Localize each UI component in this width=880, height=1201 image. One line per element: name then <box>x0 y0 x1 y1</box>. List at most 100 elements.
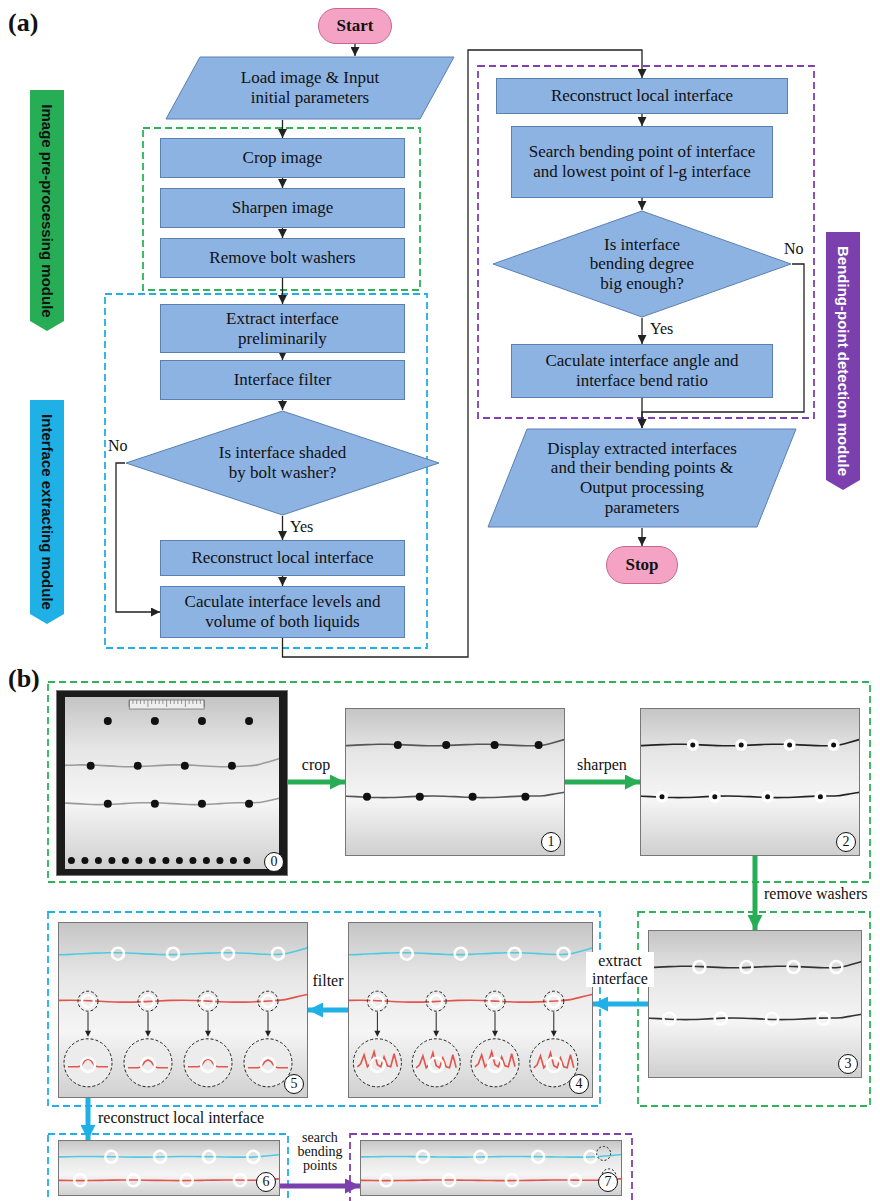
flow-arrow <box>354 44 355 56</box>
drawing-part <box>58 922 308 1098</box>
drawing-part <box>138 991 158 1011</box>
drawing-part <box>198 991 218 1011</box>
flow-arrow <box>282 576 283 586</box>
drawing-part <box>234 1174 246 1186</box>
drawing-part <box>68 1059 108 1067</box>
flow-arrow <box>282 516 283 540</box>
drawing-part <box>471 1039 519 1087</box>
drawing-part <box>145 1031 151 1037</box>
flow-arrow <box>282 278 283 304</box>
drawing-part <box>360 1179 622 1181</box>
drawing-part <box>735 739 747 751</box>
image-panel: 5 <box>58 922 308 1098</box>
box-label: Remove bolt washers <box>209 248 355 268</box>
drawing-part <box>105 1151 117 1163</box>
drawing-part <box>762 791 774 803</box>
decision-diamond: Is interface bending degree big enough? <box>492 210 792 318</box>
drawing-part <box>585 1151 597 1163</box>
image-panel: 3 <box>648 930 862 1078</box>
drawing-part <box>361 1141 622 1196</box>
flow-arrow <box>282 120 283 138</box>
drawing-part <box>198 800 206 808</box>
box-label: Caculate interface angle and interface b… <box>526 351 758 390</box>
box-label: Sharpen image <box>232 198 334 218</box>
flow-arrow <box>86 1098 91 1140</box>
drawing-part <box>367 991 387 1011</box>
drawing-part <box>203 1151 215 1163</box>
image-panel: 7 <box>360 1140 622 1196</box>
drawing-part <box>558 948 570 960</box>
process-box: Reconstruct local interface <box>160 540 405 576</box>
drawing-part <box>68 857 75 864</box>
flow-arrow <box>641 528 642 546</box>
drawing-part <box>346 709 565 856</box>
flow-arrow <box>116 463 160 612</box>
drawing-part <box>30 400 64 624</box>
module-label: Interface extracting module <box>38 414 55 610</box>
drawing-part <box>162 700 163 704</box>
drawing-part <box>108 857 115 864</box>
drawing-part <box>348 922 593 1098</box>
module-label: Bending-point detection module <box>834 246 851 476</box>
process-box: Sharpen image <box>160 188 405 228</box>
flow-arrow <box>641 318 642 344</box>
panel-number: 4 <box>569 1074 589 1094</box>
edge-label: remove washers <box>764 885 868 903</box>
drawing-part <box>151 717 159 725</box>
drawing-part <box>59 923 308 1098</box>
drawing-part <box>491 741 499 749</box>
drawing-part <box>357 1052 397 1067</box>
drawing-part <box>475 1151 487 1163</box>
module-frame <box>478 66 814 418</box>
drawing-part <box>202 995 214 1007</box>
drawing-part <box>87 762 95 770</box>
drawing-part <box>196 700 197 704</box>
drawing-part <box>200 700 201 704</box>
drawing-part <box>475 1052 515 1067</box>
drawing-part <box>521 793 529 801</box>
drawing-part <box>544 991 564 1011</box>
drawing-part <box>828 739 840 751</box>
drawing-part <box>64 1039 112 1087</box>
drawing-part <box>201 1058 215 1072</box>
drawing-part <box>412 1039 460 1087</box>
panel-shape <box>348 922 593 1098</box>
drawing-part <box>360 1155 622 1158</box>
module-frame <box>638 912 870 1106</box>
process-box: Reconstruct local interface <box>496 78 788 114</box>
io-label: Display extracted interfaces and their b… <box>547 439 737 517</box>
drawing-part <box>640 792 860 798</box>
drawing-part <box>416 1053 456 1068</box>
drawing-part <box>831 743 836 748</box>
box-label: Reconstruct local interface <box>191 548 373 568</box>
drawing-part <box>712 794 717 799</box>
image-panel: 0 <box>56 690 288 876</box>
drawing-part <box>569 1174 581 1186</box>
drawing-part <box>535 741 543 749</box>
drawing-part <box>370 1058 384 1072</box>
drawing-part <box>228 762 236 770</box>
drawing-part <box>122 857 129 864</box>
module-frame <box>48 912 600 1106</box>
module-frame <box>48 682 870 882</box>
drawing-part <box>81 857 88 864</box>
drawing-part <box>142 995 154 1007</box>
process-box: Caculate interface levels and volume of … <box>160 586 405 638</box>
module-label: Image pre-processing module <box>38 104 55 317</box>
drawing-part <box>345 792 565 798</box>
drawing-part <box>65 697 279 869</box>
drawing-part <box>189 700 190 704</box>
drawing-part <box>394 741 402 749</box>
drawing-part <box>185 700 186 707</box>
module-frame <box>48 1134 288 1201</box>
flow-arrow <box>308 1008 348 1013</box>
drawing-part <box>353 1039 401 1087</box>
flow-arrow <box>288 780 345 785</box>
panel-number: 5 <box>284 1074 304 1094</box>
drawing-part <box>104 717 112 725</box>
drawing-part <box>374 1031 380 1037</box>
drawing-part <box>469 793 477 801</box>
drawing-part <box>189 857 196 864</box>
panel-shape <box>56 690 288 876</box>
